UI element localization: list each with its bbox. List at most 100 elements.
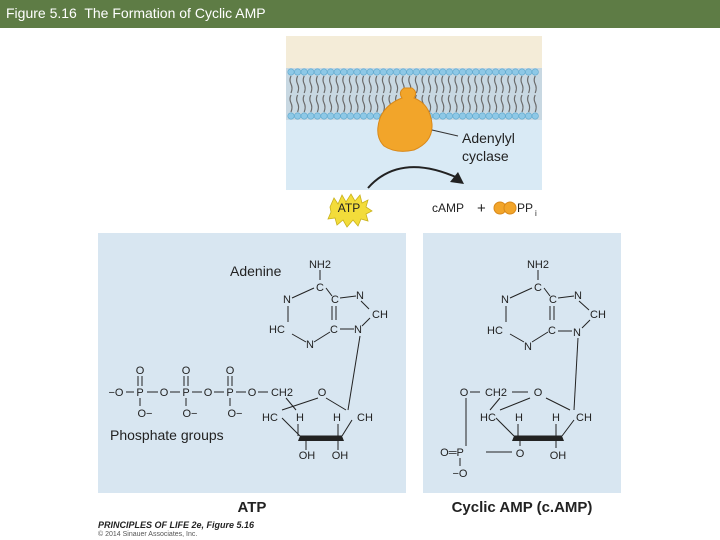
- atom: O: [516, 448, 525, 460]
- phospholipid-head: [379, 68, 387, 76]
- atp-panel-background: [98, 233, 406, 493]
- phospholipid-head: [485, 112, 493, 120]
- phospholipid-head: [300, 112, 308, 120]
- atom: O: [204, 387, 213, 399]
- atom: O: [182, 365, 191, 377]
- phospholipid-head: [518, 68, 526, 76]
- lipid-tail: [467, 75, 471, 94]
- lipid-tail: [414, 75, 418, 94]
- lipid-tail: [296, 94, 300, 113]
- phospholipid-head: [452, 112, 460, 120]
- camp-product-label: cAMP: [432, 201, 464, 215]
- phospholipid-head: [353, 68, 361, 76]
- atom: C: [548, 325, 556, 337]
- lipid-tail: [494, 94, 498, 113]
- atom: O: [160, 387, 169, 399]
- phospholipid-head: [439, 112, 447, 120]
- phospholipid-head: [432, 112, 440, 120]
- atom: CH2: [485, 387, 507, 399]
- phospholipid-head: [485, 68, 493, 76]
- atom: O: [136, 365, 145, 377]
- phospholipid-head: [307, 112, 315, 120]
- atom: N: [573, 327, 581, 339]
- lipid-tail: [421, 75, 425, 94]
- lipid-tail: [309, 75, 313, 94]
- atom: N: [354, 324, 362, 336]
- lipid-tail: [322, 75, 326, 94]
- lipid-tail: [533, 75, 537, 94]
- pyrophosphate-label: PP: [517, 201, 533, 215]
- atom: OH: [332, 450, 349, 462]
- lipid-tail: [500, 75, 504, 94]
- lipid-tail: [500, 94, 504, 113]
- lipid-tail: [342, 75, 346, 94]
- lipid-tail: [520, 94, 524, 113]
- phospholipid-head: [498, 68, 506, 76]
- phospholipid-head: [492, 112, 500, 120]
- camp-panel-caption: Cyclic AMP (c.AMP): [452, 499, 593, 516]
- phospholipid-head: [465, 112, 473, 120]
- atom: P: [182, 387, 189, 399]
- phospholipid-head: [294, 112, 302, 120]
- atp-panel: Adenine Phosphate groups: [98, 233, 406, 493]
- lipid-tail: [335, 94, 339, 113]
- adenine-label: Adenine: [230, 263, 282, 279]
- phospholipid-head: [373, 112, 381, 120]
- lipid-tail: [533, 94, 537, 113]
- atom: O: [226, 365, 235, 377]
- lipid-tail: [335, 75, 339, 94]
- phospholipid-head: [287, 112, 295, 120]
- atom: H: [296, 412, 304, 424]
- lipid-tail: [348, 75, 352, 94]
- lipid-tail: [315, 94, 319, 113]
- camp-atoms: NH2 C N C N CH HC C N N O CH2 O HC H H C…: [440, 259, 606, 480]
- lipid-tail: [315, 75, 319, 94]
- atp-bonds: [126, 270, 371, 450]
- phospholipid-head: [327, 68, 335, 76]
- enzyme-label-pointer: [431, 129, 459, 137]
- atom: N: [524, 341, 532, 353]
- lipid-tail: [375, 75, 379, 94]
- atom: HC: [487, 325, 503, 337]
- atom: NH2: [527, 259, 549, 271]
- lipid-tail: [447, 75, 451, 94]
- lipid-tail: [480, 75, 484, 94]
- lipid-tail: [487, 75, 491, 94]
- lipid-tail: [289, 94, 293, 113]
- lipid-tail: [447, 94, 451, 113]
- atom: C: [331, 294, 339, 306]
- atom: N: [306, 339, 314, 351]
- camp-panel-background: [423, 233, 621, 493]
- phospholipid-head: [412, 68, 420, 76]
- phospholipid-head: [353, 112, 361, 120]
- lipid-tail: [296, 75, 300, 94]
- lipid-tail: [507, 94, 511, 113]
- atom: C: [549, 294, 557, 306]
- credit-line-2: © 2014 Sinauer Associates, Inc.: [98, 531, 198, 538]
- lipid-tail: [375, 94, 379, 113]
- phospholipid-head: [373, 68, 381, 76]
- phospholipid-head: [531, 112, 539, 120]
- phospholipid-head: [320, 68, 328, 76]
- plus-sign: +: [477, 200, 486, 217]
- lipid-tail: [289, 75, 293, 94]
- atom: C: [534, 282, 542, 294]
- membrane-illustration: Adenylyl cyclase ATP cAMP + PP i: [286, 36, 542, 228]
- lipid-tail: [527, 94, 531, 113]
- phospholipid-head: [472, 112, 480, 120]
- atom: HC: [269, 324, 285, 336]
- atom: O−: [138, 408, 153, 420]
- lipid-tail: [388, 75, 392, 94]
- lipid-tail: [428, 94, 432, 113]
- lipid-tail: [513, 75, 517, 94]
- phospholipid-head: [340, 68, 348, 76]
- lipid-tail: [441, 75, 445, 94]
- phospholipid-head: [393, 68, 401, 76]
- phospholipid-head: [505, 112, 513, 120]
- figure-title: Figure 5.16 The Formation of Cyclic AMP: [6, 5, 266, 21]
- atom: CH: [372, 309, 388, 321]
- lipid-tail: [329, 75, 333, 94]
- atom: N: [283, 294, 291, 306]
- lipid-tail: [362, 75, 366, 94]
